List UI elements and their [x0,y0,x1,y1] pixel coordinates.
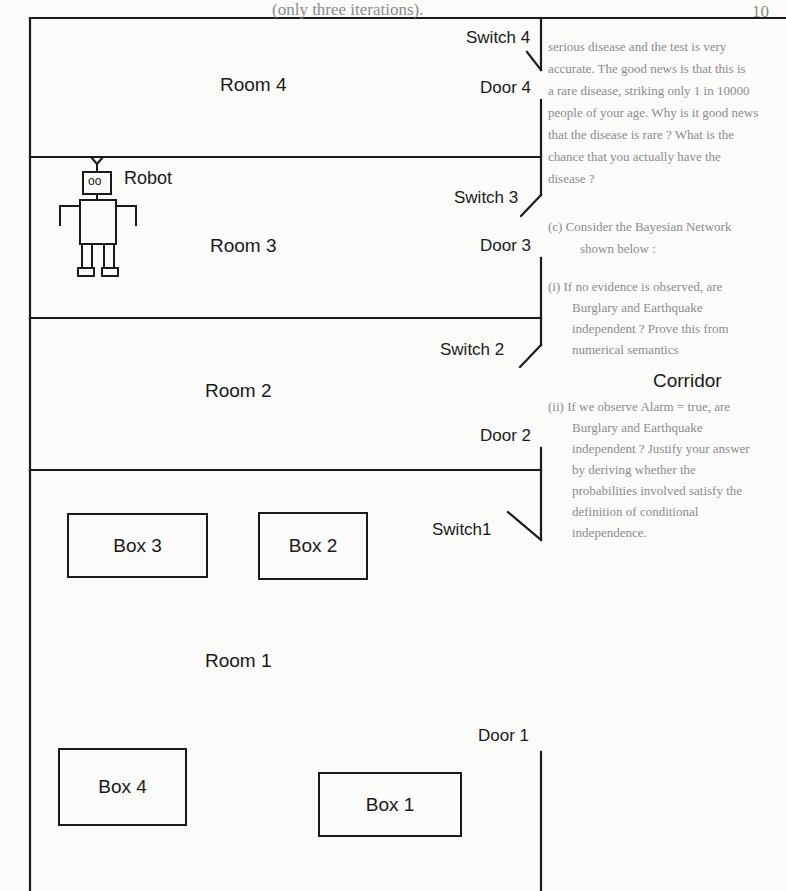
room-label: Room 3 [210,235,277,257]
question-text: serious disease and the test is very [548,40,726,55]
room-label: Room 2 [205,380,272,402]
switch-label: Switch 4 [466,28,530,48]
box-object: Box 3 [67,513,208,578]
door-label: Door 3 [480,236,531,256]
door-label: Door 1 [478,726,529,746]
room-label: Corridor [653,370,722,392]
door-label: Door 2 [480,426,531,446]
box-label: Box 4 [98,776,147,798]
question-text: accurate. The good news is that this is [548,62,746,77]
question-text: definition of conditional [572,505,698,520]
question-text: (i) If no evidence is observed, are [548,280,722,295]
room-area: Room 4 [30,18,541,157]
question-text: Burglary and Earthquake [572,421,702,436]
question-text: that the disease is rare ? What is the [548,128,734,143]
robot-label: Robot [124,168,172,189]
switch-label: Switch 2 [440,340,504,360]
question-text: (only three iterations). [272,0,424,20]
question-text: chance that you actually have the [548,150,721,165]
room-area: Room 3 [30,157,541,318]
door-label: Door 4 [480,78,531,98]
question-text: by deriving whether the [572,463,696,478]
box-label: Box 1 [366,794,415,816]
question-text: disease ? [548,172,595,187]
question-text: people of your age. Why is it good news [548,106,758,121]
question-text: independence. [572,526,647,541]
switch-label: Switch1 [432,520,492,540]
box-object: Box 4 [58,748,187,826]
question-text: (ii) If we observe Alarm = true, are [548,400,730,415]
question-text: independent ? Prove this from [572,322,729,337]
question-text: probabilities involved satisfy the [572,484,742,499]
box-object: Box 1 [318,772,462,837]
box-label: Box 2 [289,535,338,557]
switch-label: Switch 3 [454,188,518,208]
box-label: Box 3 [113,535,162,557]
room-label: Room 1 [205,650,272,672]
robot-eyes: oo [88,175,101,189]
question-text: a rare disease, striking only 1 in 10000 [548,84,749,99]
room-label: Room 4 [220,74,287,96]
box-object: Box 2 [258,512,368,580]
question-text: (c) Consider the Bayesian Network [548,220,731,235]
question-text: numerical semantics [572,343,679,358]
question-text: shown below : [580,242,656,257]
marks-number: 10 [752,2,769,22]
question-text: Burglary and Earthquake [572,301,702,316]
question-text: independent ? Justify your answer [572,442,750,457]
